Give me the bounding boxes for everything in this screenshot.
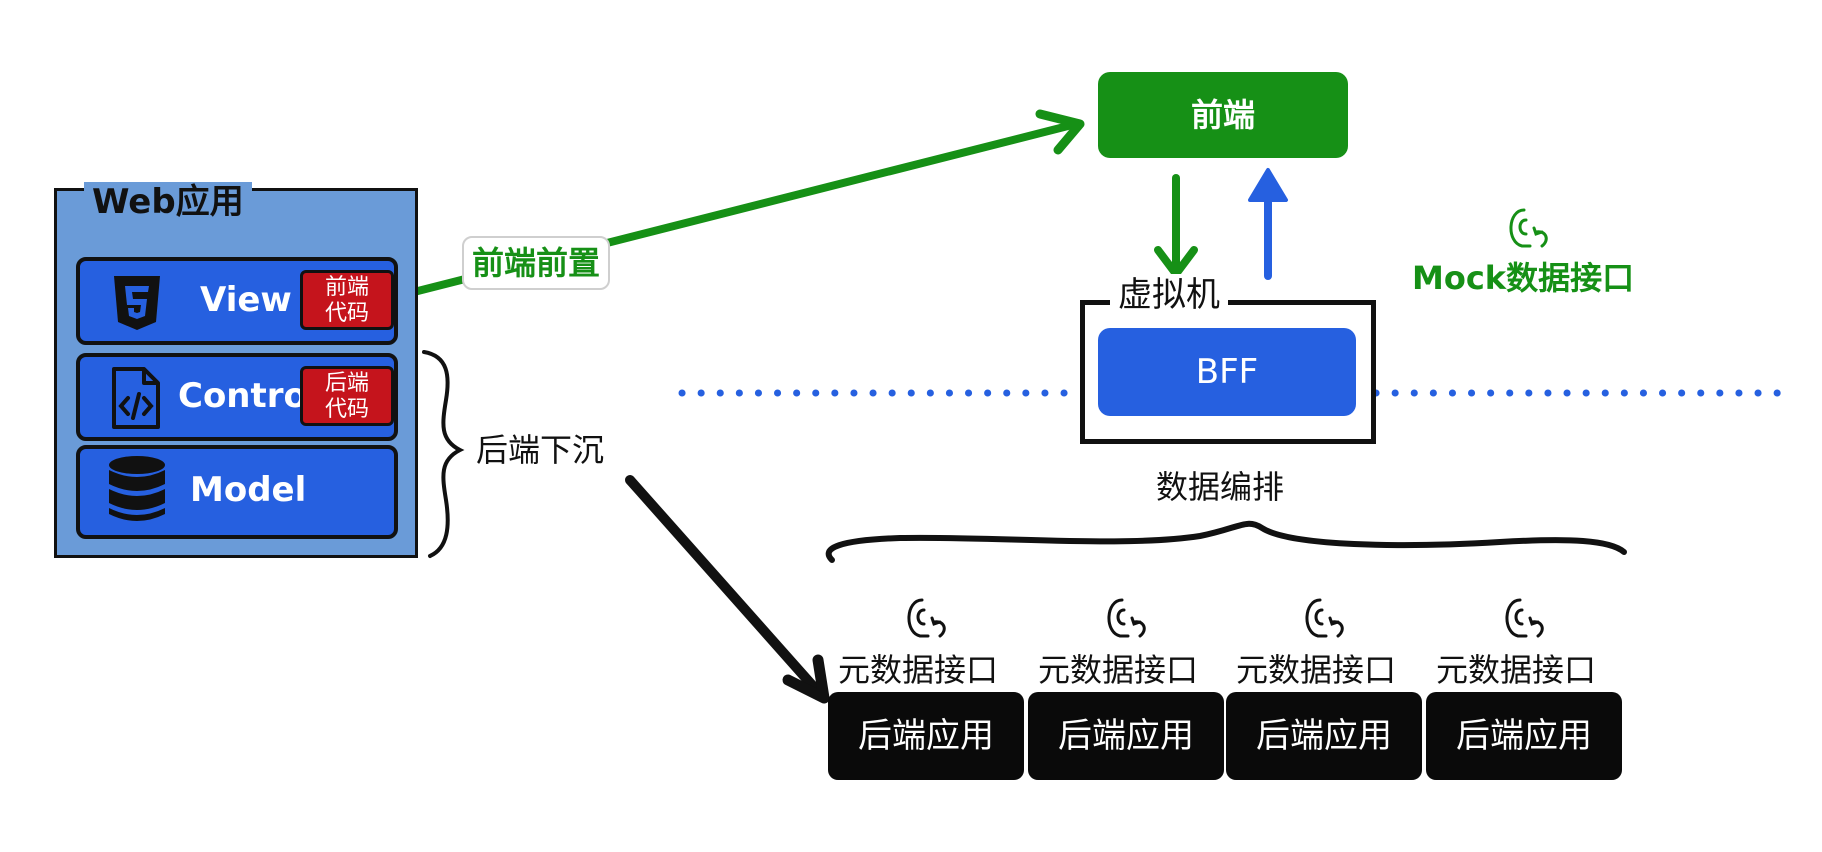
metadata-interface-label: 元数据接口 (838, 651, 999, 689)
bff-to-frontend-arrowhead (1248, 168, 1288, 202)
api-interface-icon (907, 598, 946, 638)
backend-code-tag-line2: 代码 (324, 397, 369, 422)
frontend-box: 前端 (1098, 72, 1348, 158)
backend-app-box: 后端应用 (1426, 692, 1622, 780)
api-interface-icon (1505, 598, 1544, 638)
backend-app-box: 后端应用 (1028, 692, 1224, 780)
metadata-interface-label: 元数据接口 (1436, 651, 1597, 689)
api-interface-icon (1305, 598, 1344, 638)
metadata-interface-label: 元数据接口 (1038, 651, 1199, 689)
frontend-code-tag: 前端 代码 (300, 270, 394, 330)
backend-sink-label: 后端下沉 (476, 431, 605, 469)
backend-sink-arrow (625, 475, 825, 699)
backend-sink-arrowhead (782, 654, 830, 704)
backend-brace (825, 520, 1627, 563)
bff-box: BFF (1098, 328, 1356, 416)
frontend-forward-arrowhead (1035, 109, 1085, 155)
model-layer-label: Model (190, 470, 307, 510)
backend-code-tag-line1: 后端 (324, 371, 369, 396)
backend-app-box: 后端应用 (1226, 692, 1422, 780)
code-file-icon (112, 367, 160, 429)
web-app-title: Web应用 (84, 182, 252, 222)
web-app-brace (422, 350, 465, 558)
view-layer-label: View (200, 280, 292, 320)
mock-api-icon (1509, 208, 1548, 248)
frontend-forward-label: 前端前置 (462, 236, 611, 290)
control-layer-label: Control (178, 376, 319, 416)
api-interface-icon (1107, 598, 1146, 638)
vm-container (1080, 300, 1376, 444)
frontend-code-tag-line2: 代码 (324, 301, 369, 326)
database-icon (109, 456, 165, 521)
metadata-interface-label: 元数据接口 (1236, 651, 1397, 689)
backend-app-box: 后端应用 (828, 692, 1024, 780)
html5-icon (114, 276, 160, 330)
backend-code-tag: 后端 代码 (300, 366, 394, 426)
frontend-code-tag-line1: 前端 (324, 275, 369, 300)
vm-title: 虚拟机 (1110, 274, 1228, 316)
data-orchestration-label: 数据编排 (1156, 468, 1285, 506)
mock-interface-label: Mock数据接口 (1412, 259, 1635, 297)
